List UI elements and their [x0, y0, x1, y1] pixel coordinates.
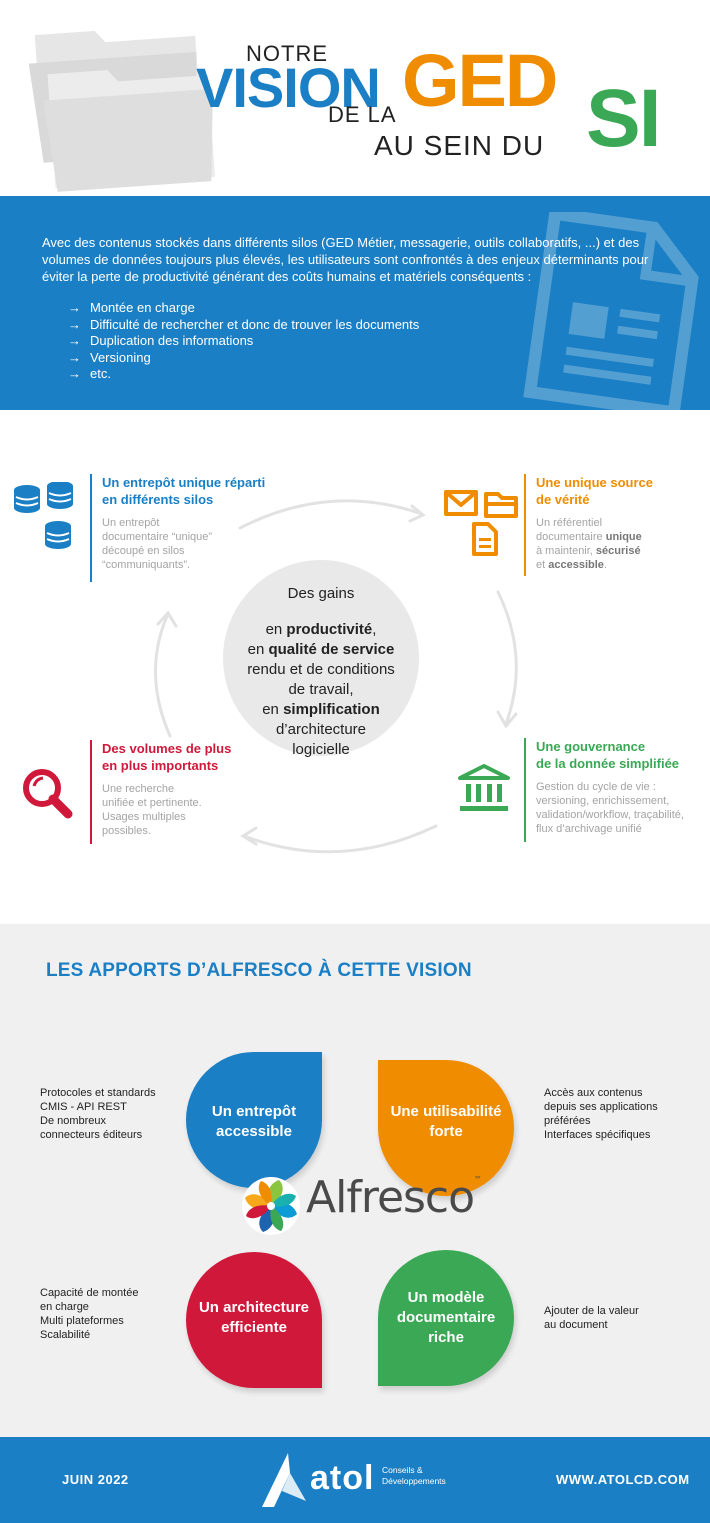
list-item: →Duplication des informations	[68, 333, 254, 348]
footer-date: JUIN 2022	[62, 1472, 129, 1487]
list-item: →Montée en charge	[68, 300, 195, 315]
block-desc: Gestion du cycle de vie :versioning, enr…	[536, 781, 684, 835]
title-au-sein-du: AU SEIN DU	[374, 130, 545, 161]
title-vision: VISION	[196, 56, 381, 119]
title-notre: NOTRE	[246, 41, 328, 66]
database-icon	[14, 482, 73, 549]
arrow-right-icon: →	[68, 349, 81, 365]
list-item: →Versioning	[68, 349, 151, 365]
alfresco-section: LES APPORTS D’ALFRESCO À CETTE VISION Pr…	[0, 924, 710, 1437]
title-ged: GED	[402, 39, 558, 122]
institution-icon	[458, 764, 510, 811]
footer-brand: atol	[310, 1459, 375, 1497]
intro-list: →Montée en charge →Difficulté de recherc…	[68, 300, 419, 383]
arrow-right-icon: →	[68, 366, 81, 381]
block-desc: Un référentiel documentaire unique à mai…	[536, 517, 642, 571]
central-gains-circle: Des gains en productivité, en qualité de…	[223, 560, 419, 758]
intro-paragraph: Avec des contenus stockés dans différent…	[42, 235, 649, 284]
search-icon	[23, 769, 73, 819]
drop-architecture-efficiente	[186, 1252, 322, 1388]
list-item: →etc.	[68, 366, 111, 381]
list-item: →Difficulté de rechercher et donc de tro…	[68, 316, 420, 332]
header: NOTRE VISION GED DE LA SI AU SEIN DU	[0, 0, 710, 196]
drop-entrepot-accessible	[186, 1052, 322, 1188]
alfresco-flower-logo	[242, 1177, 300, 1235]
intro-section: Avec des contenus stockés dans différent…	[0, 196, 710, 410]
section-title: LES APPORTS D’ALFRESCO À CETTE VISION	[46, 960, 472, 981]
atol-logo-icon	[262, 1453, 306, 1507]
footer-website-link[interactable]: WWW.ATOLCD.COM	[556, 1472, 690, 1487]
arrow-right-icon: →	[68, 300, 81, 315]
title-de-la: DE LA	[328, 102, 397, 127]
footer-brand-sub: Conseils &Développements	[382, 1465, 446, 1486]
title-si: SI	[586, 73, 661, 164]
alfresco-wordmark: Alfresco™	[306, 1172, 482, 1223]
arrow-right-icon: →	[68, 333, 81, 348]
document-icon	[523, 212, 699, 410]
arrow-right-icon: →	[68, 316, 81, 332]
drop-utilisabilite-forte	[378, 1060, 514, 1196]
drop-modele-documentaire	[378, 1250, 514, 1386]
folder-icon	[28, 30, 216, 192]
cycle-arrows	[154, 499, 518, 854]
footer: JUIN 2022 atol Conseils &Développements …	[0, 1437, 710, 1523]
mail-folder-document-icon	[444, 490, 518, 556]
